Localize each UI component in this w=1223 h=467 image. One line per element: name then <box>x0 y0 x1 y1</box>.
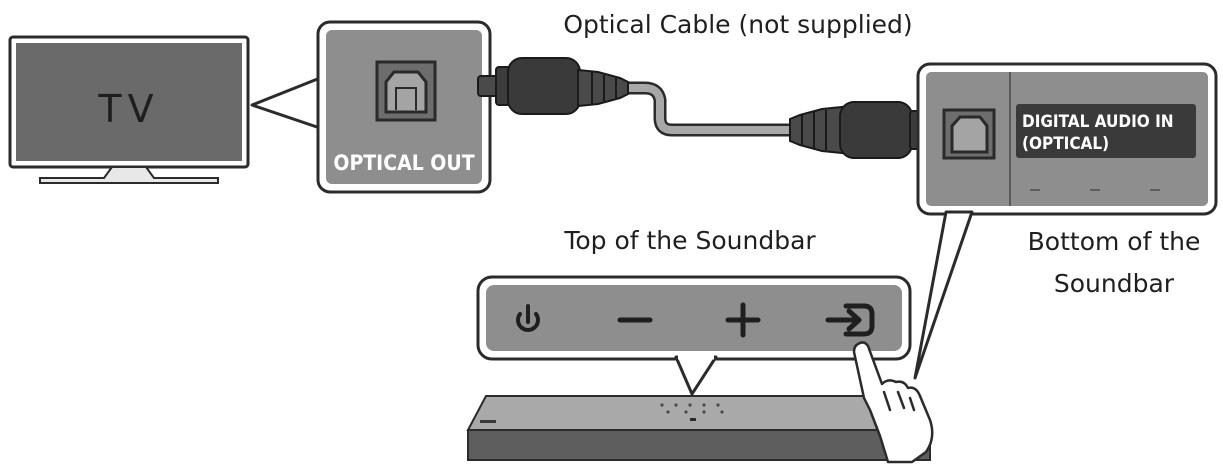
tv-label: TV <box>97 87 159 131</box>
digital-audio-in-port-icon <box>942 108 996 160</box>
top-button-panel <box>476 275 912 361</box>
tv-stand <box>39 166 219 184</box>
optical-cable <box>477 57 941 159</box>
cable-wire <box>618 81 799 137</box>
soundbar-top-buttons <box>660 403 724 421</box>
tv-screen <box>16 43 242 161</box>
soundbar-port-callout-pointer <box>913 210 974 380</box>
bottom-of-soundbar-caption-line1: Bottom of the <box>1028 227 1201 256</box>
cable-plug-left <box>477 57 629 115</box>
soundbar-logo <box>480 420 496 423</box>
optical-out-label: OPTICAL OUT <box>333 151 474 175</box>
cable-label: Optical Cable (not supplied) <box>563 10 912 39</box>
tv-callout-pointer <box>250 76 322 130</box>
tv: TV <box>8 35 250 184</box>
tv-port-panel: OPTICAL OUT <box>316 20 492 194</box>
optical-out-port-icon <box>375 60 437 122</box>
top-of-soundbar-caption: Top of the Soundbar <box>563 226 816 255</box>
digital-audio-in-label-line1: DIGITAL AUDIO IN <box>1022 112 1174 132</box>
digital-audio-in-label-line2: (OPTICAL) <box>1022 134 1109 154</box>
top-button-panel-face <box>486 285 902 351</box>
plus-icon[interactable] <box>725 302 761 338</box>
soundbar-top-surface <box>466 395 933 431</box>
soundbar-port-panel: DIGITAL AUDIO IN (OPTICAL) <box>916 62 1218 216</box>
power-icon[interactable] <box>516 304 540 332</box>
top-panel-callout-pointer <box>674 355 718 396</box>
source-icon[interactable] <box>825 303 875 337</box>
bottom-of-soundbar-caption-line2: Soundbar <box>1054 269 1175 298</box>
soundbar <box>466 395 933 461</box>
pressing-hand-icon <box>852 341 934 464</box>
soundbar-front <box>467 429 931 461</box>
digital-audio-in-label-box <box>1016 104 1196 158</box>
